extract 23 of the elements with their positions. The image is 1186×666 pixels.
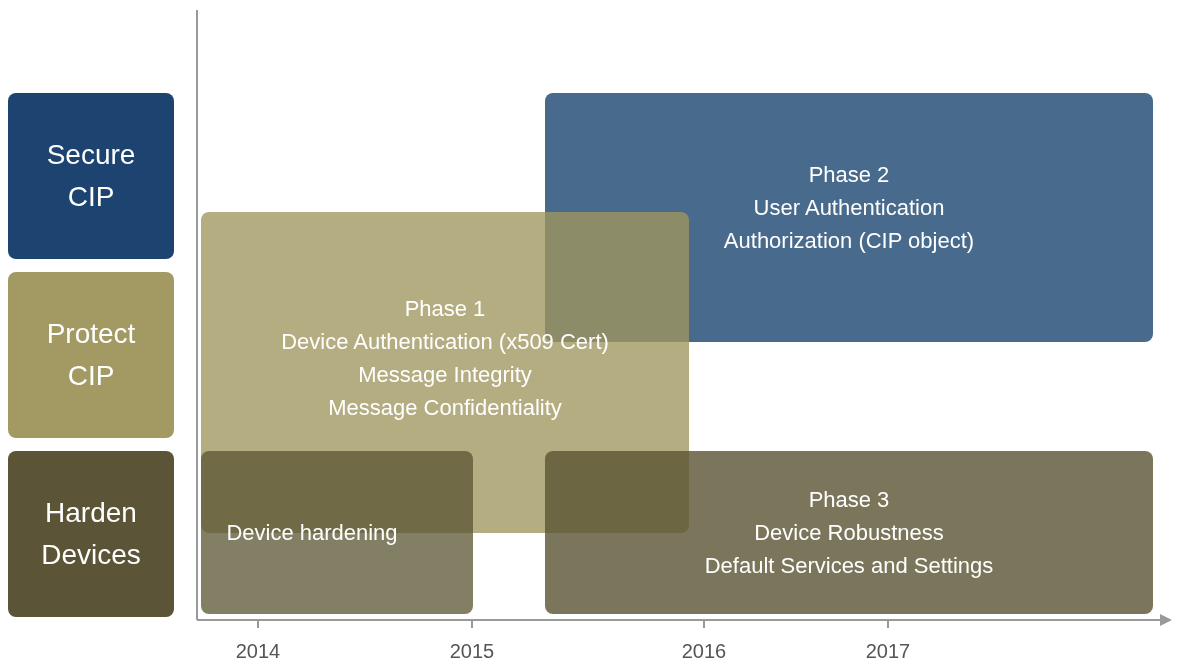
phase-item: User Authentication — [753, 194, 945, 222]
phase-item: Device hardening — [226, 519, 398, 547]
phase-box — [545, 451, 1153, 614]
category-label: Harden Devices — [40, 496, 142, 572]
phase-title: Phase 3 — [808, 486, 890, 514]
phase-item: Default Services and Settings — [704, 552, 994, 580]
phase-item: Message Confidentiality — [328, 393, 562, 422]
category-label: Protect CIP — [45, 317, 137, 393]
year-label: 2014 — [234, 640, 282, 663]
category-box — [8, 451, 174, 617]
year-label: 2016 — [680, 640, 728, 663]
phase-title: Phase 1 — [404, 294, 486, 323]
phase-title: Phase 2 — [808, 161, 890, 189]
year-label: 2017 — [864, 640, 912, 663]
category-box — [8, 93, 174, 259]
phase-item: Device Authentication (x509 Cert) — [281, 327, 609, 356]
phase-item: Message Integrity — [358, 360, 532, 389]
category-label: Secure CIP — [45, 138, 137, 214]
year-label: 2015 — [448, 640, 496, 663]
phase-item: Device Robustness — [754, 519, 944, 547]
phase-item: Authorization (CIP object) — [723, 227, 975, 255]
category-box — [8, 272, 174, 438]
phase-box — [201, 451, 473, 614]
